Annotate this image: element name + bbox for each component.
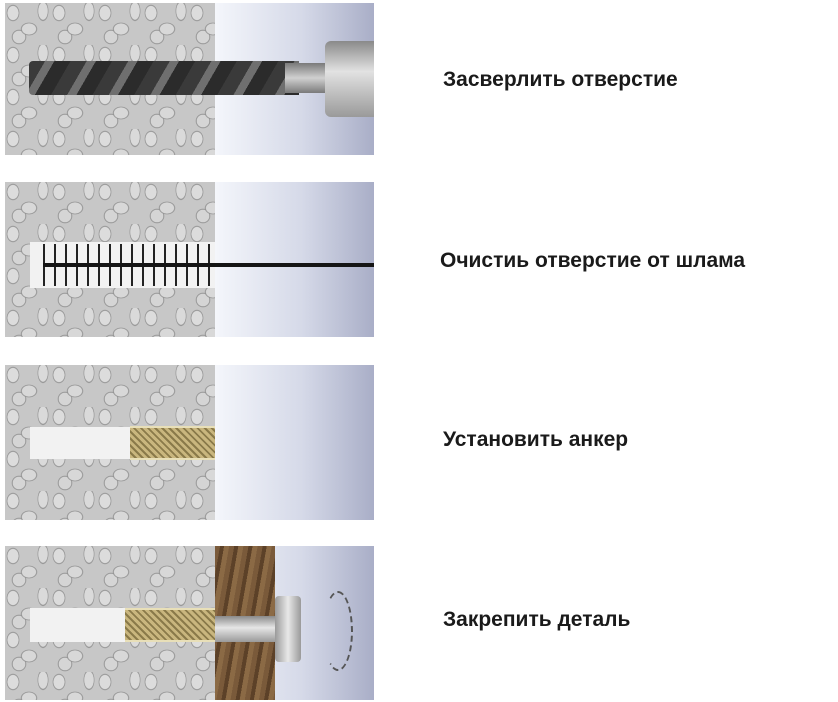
anchor-sleeve-icon [130,426,215,460]
step-3-label: Установить анкер [443,428,629,451]
bolt-head-icon [275,596,301,662]
air-background [215,182,374,337]
air-background [215,365,374,520]
rotation-arrow-icon [323,591,353,671]
drill-shank-icon [285,63,325,93]
step-1-illustration [5,3,374,155]
step-4-label: Закрепить деталь [443,608,631,631]
brush-rod-icon [43,263,374,267]
step-3-illustration [5,365,374,520]
drill-chuck-icon [325,41,374,117]
step-4-illustration [5,546,374,700]
step-1-label: Засверлить отверстие [443,68,678,91]
step-2-label: Очистиь отверстие от шлама [440,249,746,272]
step-2-illustration [5,182,374,337]
drill-bit-icon [29,61,299,95]
anchor-sleeve-icon [125,608,215,642]
